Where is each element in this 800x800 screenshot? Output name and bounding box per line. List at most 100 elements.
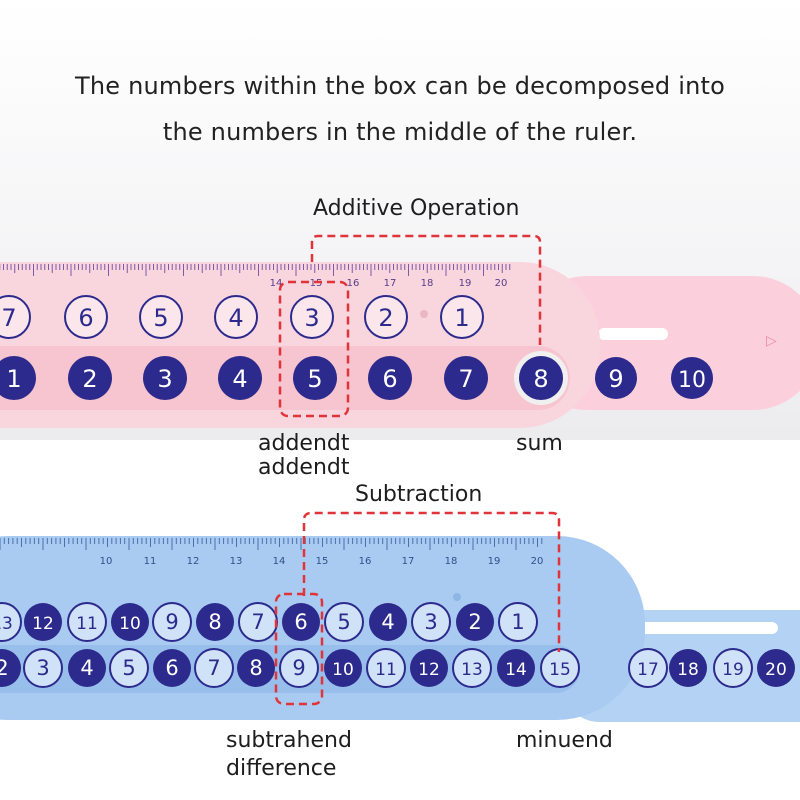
number-circle	[196, 603, 234, 641]
number-circle	[628, 648, 668, 688]
addition-dashed-bracket	[310, 234, 542, 345]
minuend-label: minuend	[516, 728, 613, 753]
number-label: 17	[637, 660, 659, 680]
addition-slider-slot	[598, 328, 668, 340]
number-label: 7	[251, 610, 264, 634]
number-circle	[713, 648, 753, 688]
scale-label: 17	[402, 556, 415, 567]
addition-hole	[420, 310, 428, 318]
intro-line-1: The numbers within the box can be decomp…	[75, 72, 725, 100]
number-label: 12	[32, 614, 54, 634]
subtrahend-label: subtrahend	[226, 728, 352, 753]
number-label: 10	[119, 614, 141, 634]
number-label: 11	[76, 614, 98, 634]
number-label: 12	[418, 660, 440, 680]
addition-dashed-box	[278, 280, 350, 418]
number-circle	[444, 356, 488, 400]
number-label: 3	[424, 610, 437, 634]
scale-label: 14	[270, 278, 283, 289]
number-circle	[0, 295, 31, 339]
number-circle	[194, 648, 234, 688]
number-label: 5	[337, 610, 350, 634]
number-label: 6	[382, 365, 397, 393]
number-circle	[218, 356, 262, 400]
difference-label: difference	[226, 756, 337, 781]
number-label: 5	[153, 304, 168, 332]
number-circle	[456, 603, 494, 641]
scale-label: 20	[531, 556, 544, 567]
number-circle	[282, 603, 320, 641]
number-circle	[757, 649, 795, 687]
number-label: 13	[0, 614, 13, 634]
number-circle	[497, 649, 535, 687]
number-circle	[452, 648, 492, 688]
number-circle	[0, 649, 21, 687]
addition-ruler-window	[0, 346, 570, 410]
number-circle	[290, 295, 334, 339]
number-label: 4	[232, 365, 247, 393]
number-circle	[366, 648, 406, 688]
number-circle	[214, 295, 258, 339]
subtraction-slider-slot	[628, 622, 778, 634]
number-label: 2	[378, 304, 393, 332]
scale-label: 18	[445, 556, 458, 567]
subtraction-title: Subtraction	[355, 482, 483, 507]
addition-scale-labels: 14 15 16 17 18 19 20	[270, 278, 508, 289]
number-circle	[153, 649, 191, 687]
number-label: 1	[454, 304, 469, 332]
subtraction-hole	[453, 593, 461, 601]
number-label: 2	[468, 610, 481, 634]
number-circle	[671, 357, 713, 399]
number-label: 4	[381, 610, 394, 634]
addend-label-1: addendt	[258, 431, 350, 456]
addend-label-2: addendt	[258, 455, 350, 480]
subtraction-ruler: 10 11 12 13 14 15 16 17 18 19 20 1312111…	[0, 511, 800, 722]
number-circle	[139, 295, 183, 339]
scale-label: 16	[359, 556, 372, 567]
number-circle	[109, 648, 149, 688]
number-label: 8	[208, 610, 221, 634]
number-label: 11	[375, 660, 397, 680]
addition-slider-arrow-icon: ▷	[766, 333, 777, 349]
number-circle	[0, 356, 36, 400]
number-label: 15	[549, 660, 571, 680]
number-circle	[152, 602, 192, 642]
number-label: 5	[122, 656, 135, 680]
scale-label: 20	[495, 278, 508, 289]
number-circle	[519, 356, 563, 400]
addition-ruler: ▷ 14 15 16 17 18 19 20 7 6 5 4 3 2	[0, 234, 800, 428]
number-circle	[67, 602, 107, 642]
number-label: 20	[765, 660, 787, 680]
addition-top-row: 7 6 5 4 3 2 1	[0, 295, 484, 339]
number-circle	[364, 295, 408, 339]
number-circle	[368, 356, 412, 400]
number-label: 5	[307, 365, 322, 393]
number-circle	[595, 357, 637, 399]
subtraction-scale-labels: 10 11 12 13 14 15 16 17 18 19 20	[100, 556, 544, 567]
number-circle	[440, 295, 484, 339]
number-label: 7	[1, 304, 16, 332]
subtraction-dashed-bracket	[302, 511, 561, 652]
number-label: 10	[332, 660, 354, 680]
number-label: 1	[511, 610, 524, 634]
number-label: 4	[80, 656, 93, 680]
subtraction-scale-ticks	[0, 538, 543, 550]
number-circle	[24, 603, 62, 641]
scale-label: 16	[347, 278, 360, 289]
number-circle	[293, 356, 337, 400]
number-label: 10	[678, 368, 706, 393]
number-label: 7	[458, 365, 473, 393]
number-label: 8	[533, 365, 548, 393]
scale-label: 15	[316, 556, 329, 567]
subtraction-top-row: 13121110987654321	[0, 602, 538, 642]
number-label: 9	[608, 365, 623, 393]
number-circle	[410, 649, 448, 687]
scale-label: 17	[384, 278, 397, 289]
scale-label: 13	[230, 556, 243, 567]
scale-label: 11	[144, 556, 157, 567]
scale-label: 19	[488, 556, 501, 567]
number-label: 3	[157, 365, 172, 393]
number-label: 19	[722, 660, 744, 680]
